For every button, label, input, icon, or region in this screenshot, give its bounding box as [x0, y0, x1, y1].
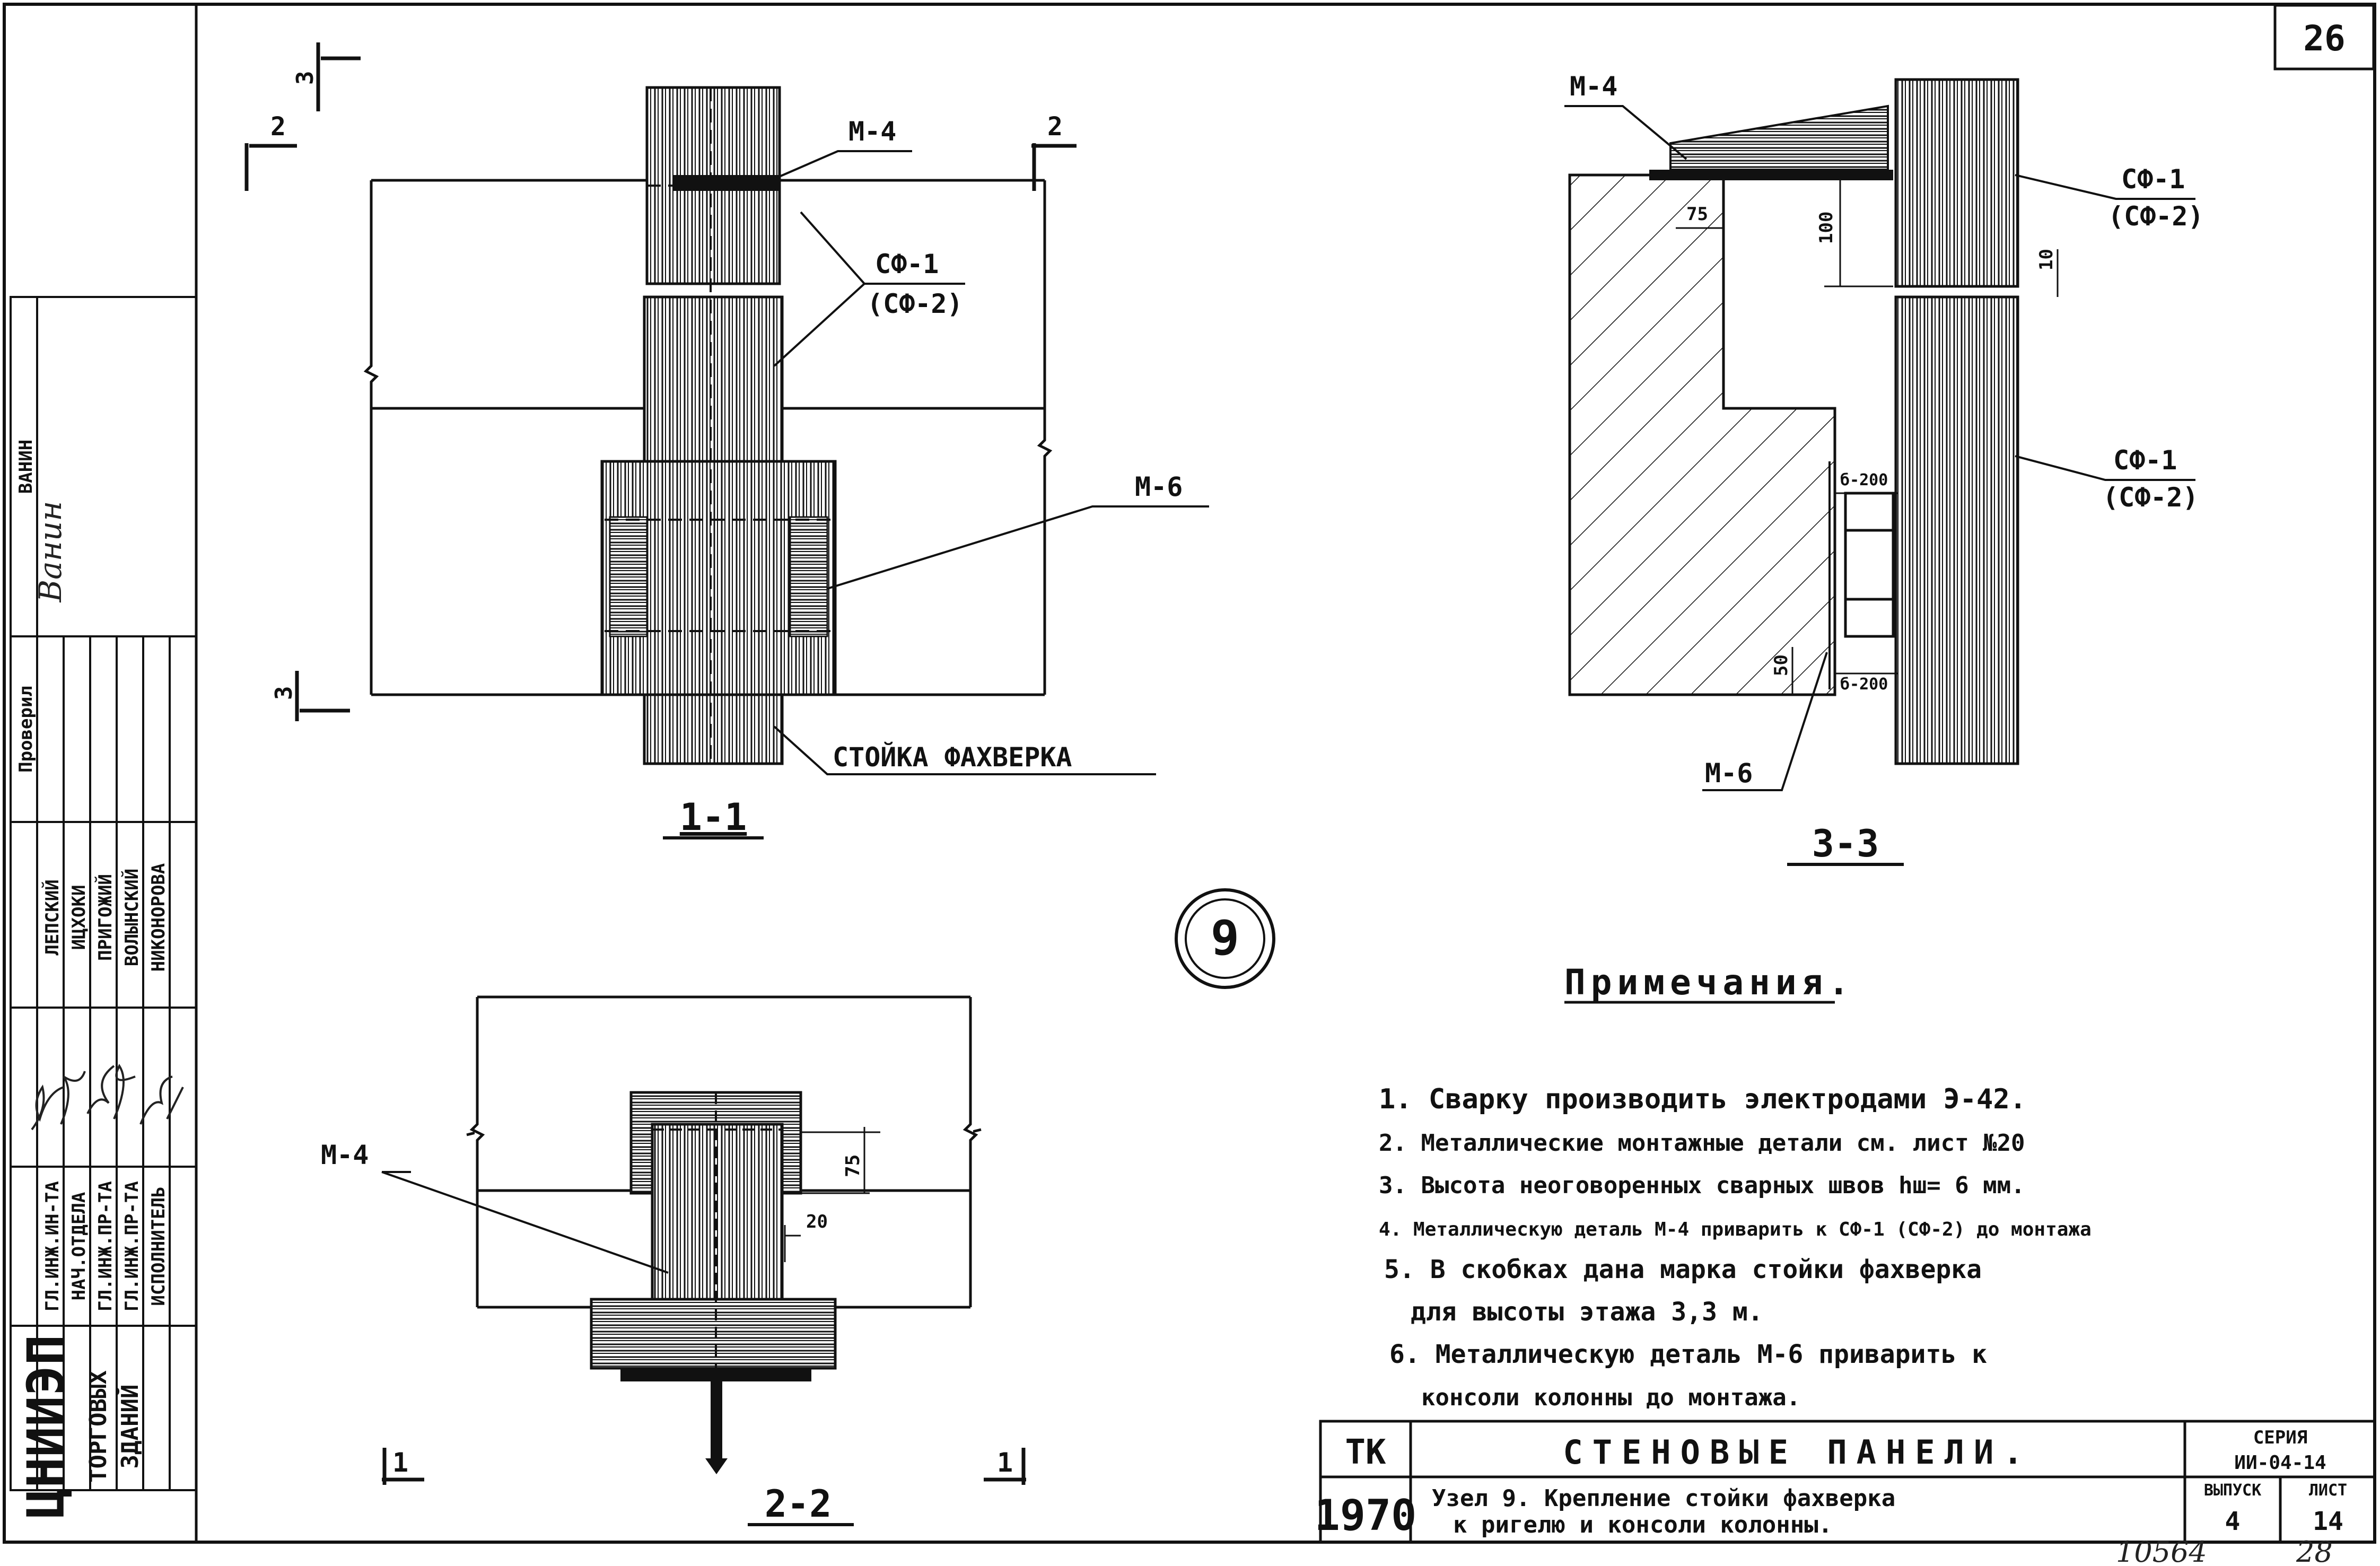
cut-mark-3-bottom: 3 [270, 686, 298, 701]
note-2: 2. Металлические монтажные детали см. ли… [1379, 1130, 2025, 1157]
org-name-3: ЗДАНИЙ [116, 1385, 144, 1469]
notes-title: Примечания. [1564, 962, 1854, 1003]
title-block: ТК 1970 СТЕНОВЫЕ ПАНЕЛИ. Узел 9. Креплен… [1315, 1420, 2376, 1544]
label-sf2-11: (СФ-2) [867, 288, 963, 319]
section-3-3: 75 100 10 50 б-200 б-200 М-4 СФ-1 (СФ-2)… [1564, 71, 2204, 866]
tb-subtitle-1: Узел 9. Крепление стойки фахверка [1432, 1485, 1895, 1512]
notes: Примечания. 1. Сварку производить электр… [1379, 962, 2092, 1411]
dim-75-33: 75 [1686, 204, 1708, 225]
cut-mark-1-left: 1 [392, 1447, 408, 1478]
label-sf2-33b: (СФ-2) [2103, 482, 2199, 513]
note-5: 5. В скобках дана марка стойки фахверка [1384, 1255, 1982, 1284]
name-5: НИКОНОРОВА [148, 863, 169, 972]
label-m4-11: М-4 [848, 116, 896, 147]
role-2: НАЧ.ОТДЕЛА [68, 1192, 90, 1301]
dim-b200-bottom: б-200 [1840, 675, 1888, 694]
dim-100: 100 [1816, 212, 1837, 244]
cut-mark-1-right: 1 [997, 1447, 1013, 1478]
label-sf1-33a: СФ-1 [2121, 164, 2185, 195]
archive-number: 10564 [2116, 1535, 2207, 1566]
role-4: ГЛ.ИНЖ.ПР-ТА [121, 1181, 143, 1311]
checked-label: Проверил [15, 686, 37, 773]
role-5: ИСПОЛНИТЕЛЬ [148, 1186, 169, 1306]
name-3: ПРИГОЖИЙ [94, 874, 116, 961]
org-name-2: ТОРГОВЫХ [85, 1370, 112, 1483]
dim-10: 10 [2036, 249, 2057, 270]
org-name-1: ЦНИИЭП [16, 1335, 76, 1519]
tb-sheet-value: 14 [2313, 1507, 2343, 1536]
name-4: ВОЛЫНСКИЙ [121, 869, 143, 966]
label-m4-22: М-4 [321, 1140, 369, 1170]
cut-mark-2-left: 2 [270, 112, 286, 142]
tb-code: ТК [1345, 1433, 1386, 1472]
handwritten-page-number: 28 [2296, 1535, 2333, 1566]
tb-series-label: СЕРИЯ [2253, 1427, 2307, 1448]
role-3: ГЛ.ИНЖ.ПР-ТА [95, 1181, 116, 1311]
side-stamp: Проверил Ванин ВАНИН ГЛ.ИНЖ.ИН-ТА НАЧ.ОТ… [10, 296, 197, 1519]
dim-b200-top: б-200 [1840, 471, 1888, 489]
label-sf1-33b: СФ-1 [2113, 445, 2177, 476]
note-6b: консоли колонны до монтажа. [1421, 1384, 1800, 1411]
note-3: 3. Высота неоговоренных сварных швов hш=… [1379, 1172, 2025, 1199]
label-post-11: СТОЙКА ФАХВЕРКА [833, 741, 1072, 773]
checked-name: ВАНИН [15, 440, 37, 494]
node-number: 9 [1211, 911, 1239, 966]
dim-75-22: 75 [842, 1154, 864, 1177]
dim-20: 20 [806, 1211, 828, 1232]
tb-year: 1970 [1315, 1491, 1417, 1540]
sheet-number: 26 [2303, 18, 2345, 59]
tb-sheet-label: ЛИСТ [2309, 1481, 2347, 1500]
node-marker: 9 [1175, 888, 1275, 989]
label-m6-33: М-6 [1705, 758, 1753, 789]
note-6: 6. Металлическую деталь М-6 приварить к [1389, 1340, 1987, 1369]
tb-issue-value: 4 [2225, 1507, 2241, 1536]
note-1: 1. Сварку производить электродами Э-42. [1379, 1083, 2026, 1115]
checker-signature: Ванин [32, 501, 68, 603]
label-sf2-33a: (СФ-2) [2108, 201, 2204, 232]
note-5b: для высоты этажа 3,3 м. [1411, 1297, 1763, 1327]
cut-mark-3-top: 3 [292, 71, 319, 85]
label-sf1-11: СФ-1 [875, 249, 939, 279]
name-2: ИЦХОКИ [68, 885, 90, 950]
tb-title: СТЕНОВЫЕ ПАНЕЛИ. [1563, 1433, 2032, 1472]
sheet-number-box: 26 [2273, 4, 2375, 71]
tb-issue-label: ВЫПУСК [2204, 1481, 2261, 1500]
section-title-2-2: 2-2 [765, 1482, 832, 1526]
label-m6-11: М-6 [1135, 471, 1183, 502]
dim-50: 50 [1771, 654, 1792, 676]
tb-subtitle-2: к ригелю и консоли колонны. [1453, 1511, 1832, 1538]
section-title-1-1: 1-1 [680, 795, 747, 839]
section-2-2-main: 75 20 М-4 1 1 2-2 [321, 995, 1026, 1526]
role-1: ГЛ.ИНЖ.ИН-ТА [42, 1181, 63, 1311]
name-1: ЛЕПСКИЙ [41, 879, 63, 955]
section-1-1: 2 2 3 3 М-4 СФ-1 (СФ-2) М-6 СТОЙКА ФАХВЕ… [244, 42, 1209, 839]
label-m4-33: М-4 [1570, 71, 1617, 102]
cut-mark-2-right: 2 [1047, 112, 1063, 142]
note-4: 4. Металлическую деталь М-4 приварить к … [1379, 1219, 2092, 1240]
section-title-3-3: 3-3 [1812, 822, 1879, 865]
tb-series-value: ИИ-04-14 [2234, 1452, 2326, 1474]
signatures [31, 1064, 184, 1131]
